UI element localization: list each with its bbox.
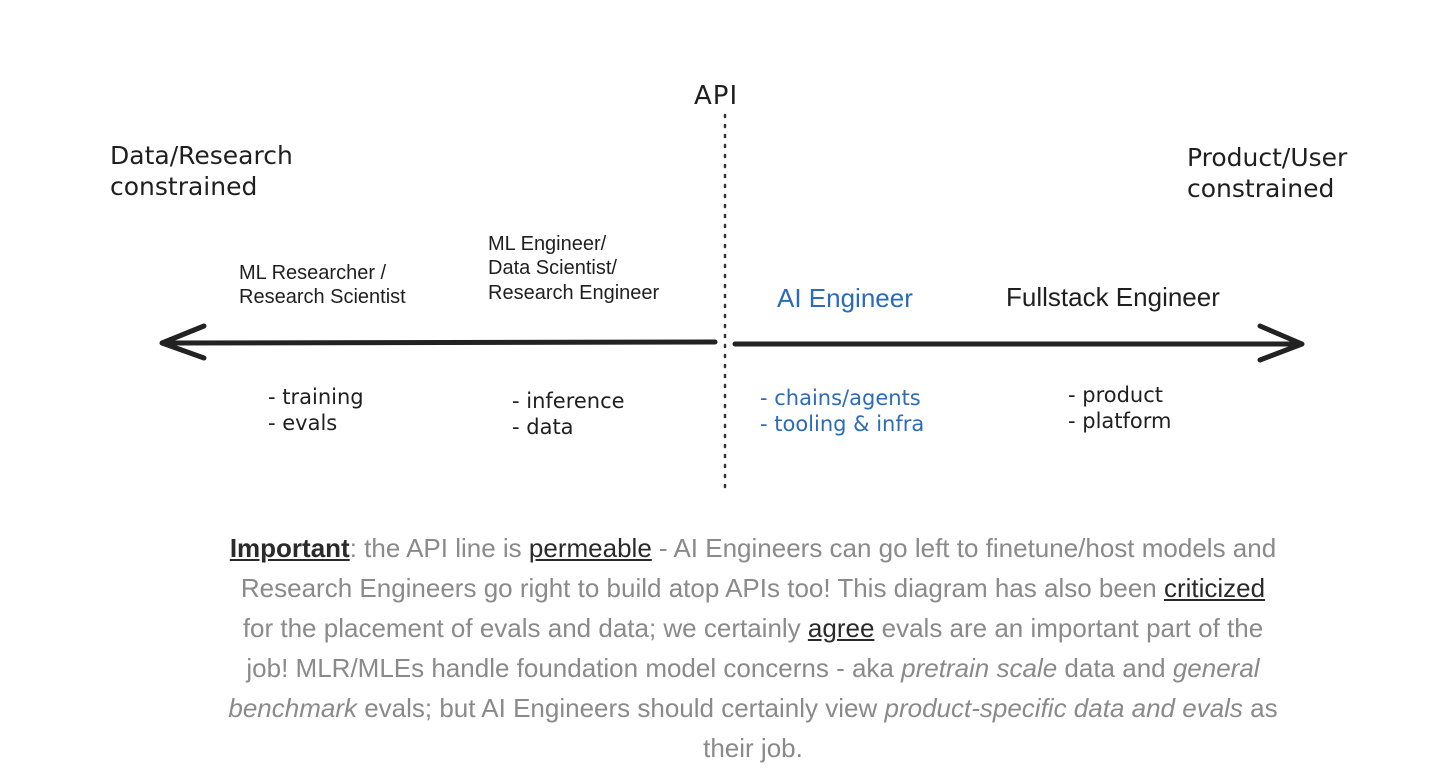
role-ml-researcher: ML Researcher / Research Scientist — [239, 261, 469, 310]
right-constraint-line: Product/User — [1187, 143, 1348, 172]
task-item: - data — [512, 415, 574, 440]
role-line: ML Engineer/ — [488, 233, 607, 255]
task-item: - platform — [1068, 409, 1172, 434]
task-item: - chains/agents — [760, 386, 921, 410]
caption-text: evals; but AI Engineers should certainly… — [356, 693, 885, 723]
left-constraint-label: Data/Research constrained — [110, 140, 370, 203]
role-ml-engineer: ML Engineer/ Data Scientist/ Research En… — [488, 232, 718, 305]
caption-emphasis: product-specific data and evals — [884, 693, 1243, 723]
task-item: - evals — [268, 411, 338, 436]
left-arrow-head — [159, 323, 207, 361]
caption-text: data and — [1057, 653, 1173, 683]
right-arrow-head — [1257, 323, 1305, 363]
task-item: - training — [268, 385, 364, 409]
tasks-fullstack-engineer: - product - platform — [1068, 382, 1171, 435]
caption-emphasis: pretrain scale — [901, 653, 1058, 683]
left-constraint-line: Data/Research — [110, 141, 293, 170]
role-fullstack-engineer: Fullstack Engineer — [1006, 282, 1220, 312]
caption-text: : the API line is — [349, 533, 529, 563]
caption-text: for the placement of evals and data; we … — [242, 613, 808, 643]
right-constraint-label: Product/User constrained — [1187, 142, 1427, 205]
tasks-ml-researcher: - training - evals — [268, 384, 364, 437]
important-link[interactable]: Important — [229, 533, 350, 563]
role-line: Data Scientist/ — [488, 257, 617, 280]
role-line: Research Engineer — [488, 281, 660, 304]
right-constraint-line: constrained — [1187, 174, 1335, 204]
caption-paragraph: Important: the API line is permeable - A… — [228, 528, 1278, 768]
caption-emphasis: general benchmark — [228, 653, 1260, 723]
permeable-link[interactable]: permeable — [528, 533, 652, 563]
agree-link[interactable]: agree — [807, 613, 875, 643]
left-constraint-line: constrained — [110, 172, 258, 202]
caption-text: as their job. — [703, 693, 1278, 763]
role-line: Research Scientist — [239, 286, 406, 309]
api-label: API — [694, 81, 739, 111]
diagram-lines — [159, 113, 1305, 492]
role-line: ML Researcher / — [239, 262, 387, 284]
role-ai-engineer: AI Engineer — [777, 283, 913, 313]
task-item: - product — [1068, 383, 1164, 407]
tasks-ai-engineer: - chains/agents - tooling & infra — [760, 385, 924, 438]
task-item: - inference — [512, 389, 625, 413]
caption-text: evals are an important part of the job! … — [246, 613, 1264, 683]
caption-text: - AI Engineers can go left to finetune/h… — [240, 533, 1277, 603]
left-arrow-shaft — [162, 339, 718, 346]
criticized-link[interactable]: criticized — [1163, 573, 1266, 603]
task-item: - tooling & infra — [760, 412, 925, 437]
tasks-ml-engineer: - inference - data — [512, 388, 625, 441]
